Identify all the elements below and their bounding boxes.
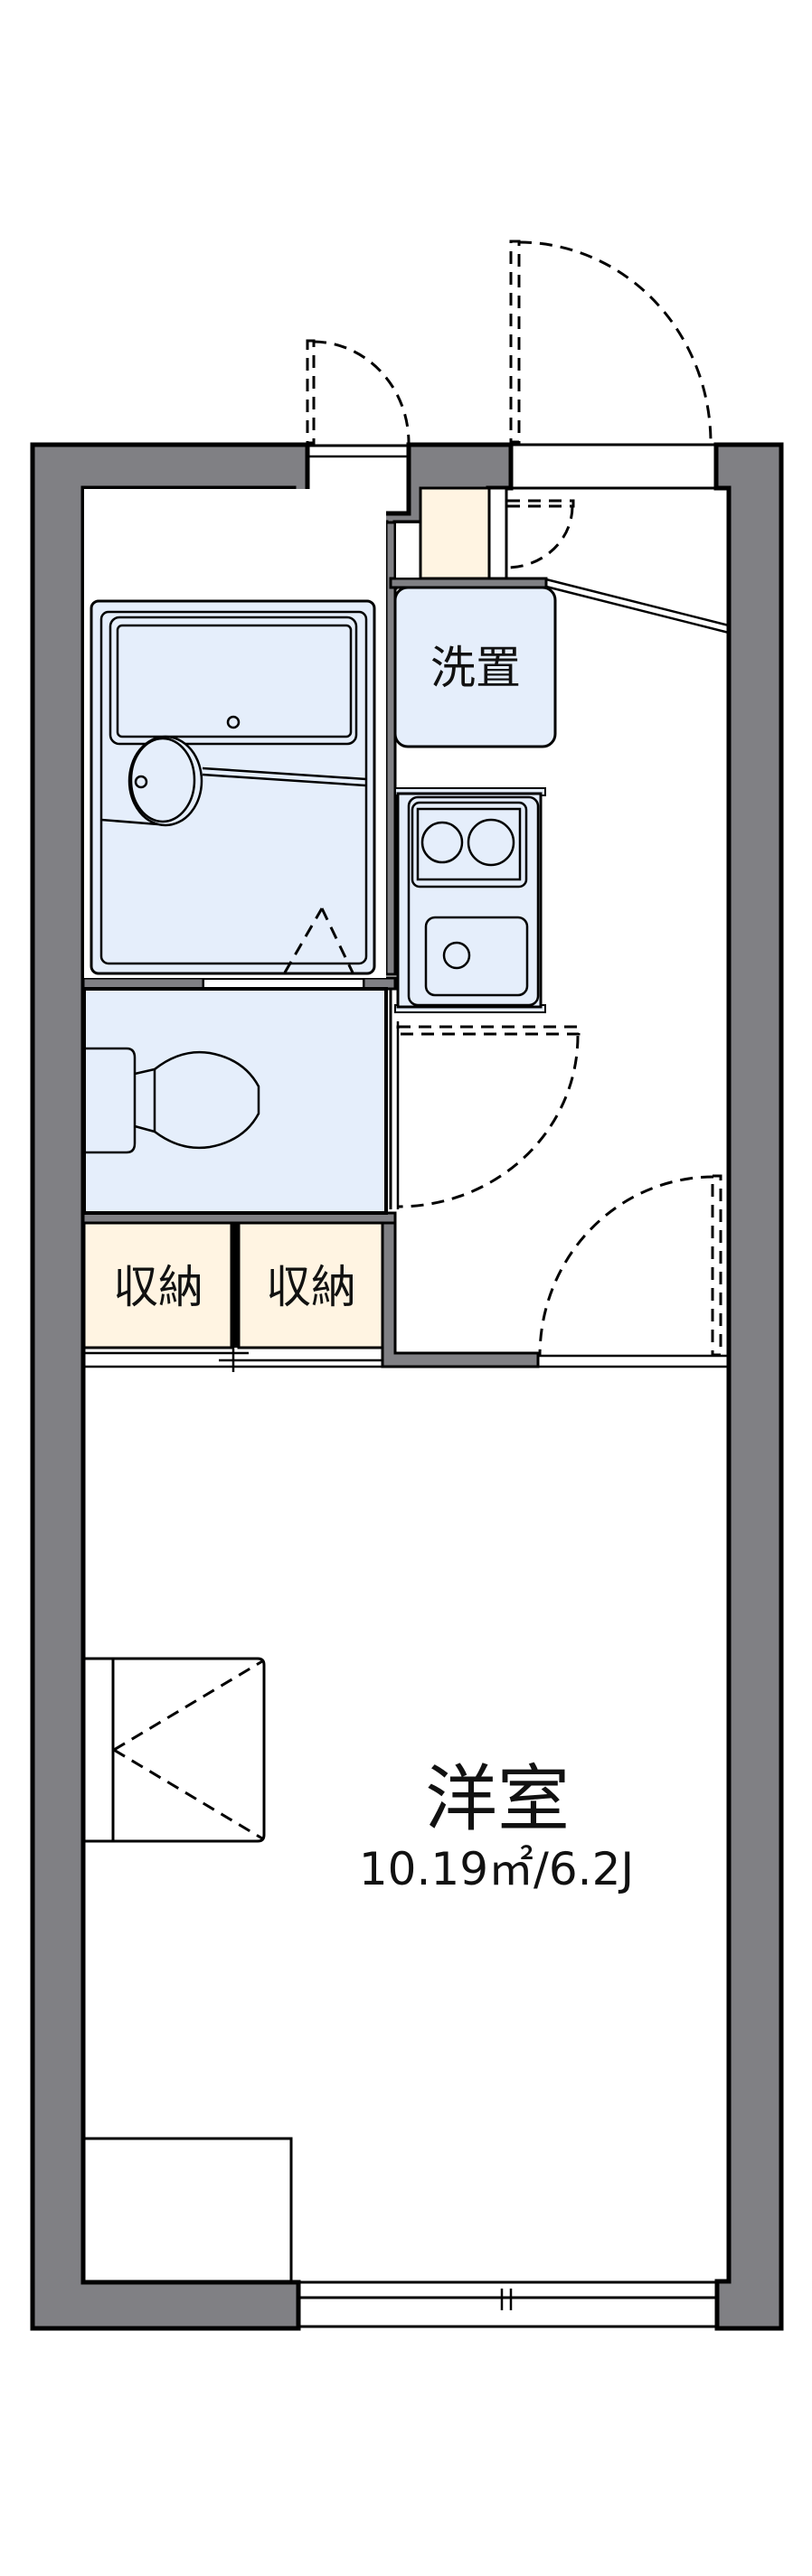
stove <box>411 801 528 888</box>
washer-space-label: 洗置 <box>430 642 521 694</box>
toilet-room <box>82 987 388 1215</box>
western-room-area: 10.19㎡/6.2J <box>359 1843 634 1895</box>
shoe-cabinet <box>394 486 575 580</box>
bottom-window <box>298 2280 717 2328</box>
toilet <box>84 1047 260 1154</box>
toilet-door <box>396 1025 581 1208</box>
storage-2-label: 収納 <box>266 1261 356 1313</box>
entrance-opening <box>511 443 729 490</box>
sink <box>424 916 529 997</box>
western-room-label: 洋室 <box>425 1757 570 1841</box>
room-furniture-box <box>82 2137 293 2284</box>
storage-1-label: 収納 <box>113 1261 203 1313</box>
entrance-door <box>509 240 713 444</box>
kitchen <box>394 787 546 1013</box>
room-appliance <box>84 1657 266 1843</box>
room-door <box>538 1174 729 1368</box>
balcony-door-small <box>306 339 411 445</box>
unit-bath <box>84 489 386 989</box>
entrance-step <box>545 578 730 635</box>
storage-closets: 収納 収納 <box>82 1221 384 1372</box>
washer-space: 洗置 <box>393 586 557 748</box>
